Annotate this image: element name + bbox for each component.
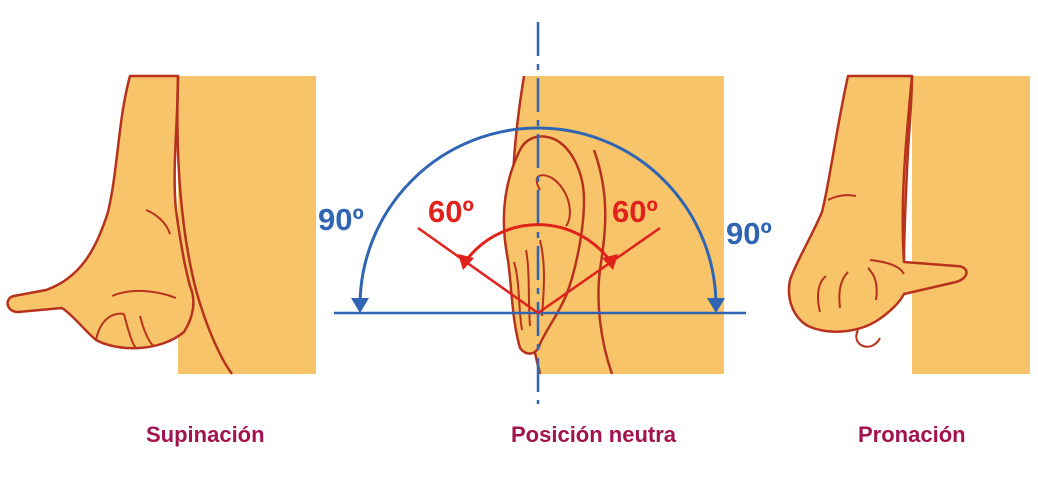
red-arrow-left-icon (458, 254, 474, 270)
red-range-arc (463, 223, 613, 263)
supination-illustration (6, 74, 316, 375)
neutral-illustration (502, 75, 724, 375)
blue-arrow-right-icon (707, 298, 725, 313)
caption-pronation: Pronación (858, 422, 966, 447)
angle-label-right-60: 60º (612, 194, 658, 229)
red-ray-right (537, 226, 661, 315)
caption-neutral-position: Posición neutra (511, 422, 677, 447)
red-ray-left (417, 226, 539, 315)
angle-label-right-90: 90º (726, 216, 772, 251)
caption-supination: Supinación (146, 422, 265, 447)
pronation-illustration (787, 74, 1030, 374)
red-arrow-right-icon (602, 254, 618, 270)
angle-label-left-60: 60º (428, 194, 474, 229)
blue-range-arc (358, 126, 718, 307)
angle-label-left-90: 90º (318, 202, 364, 237)
blue-arrow-left-icon (351, 298, 369, 313)
